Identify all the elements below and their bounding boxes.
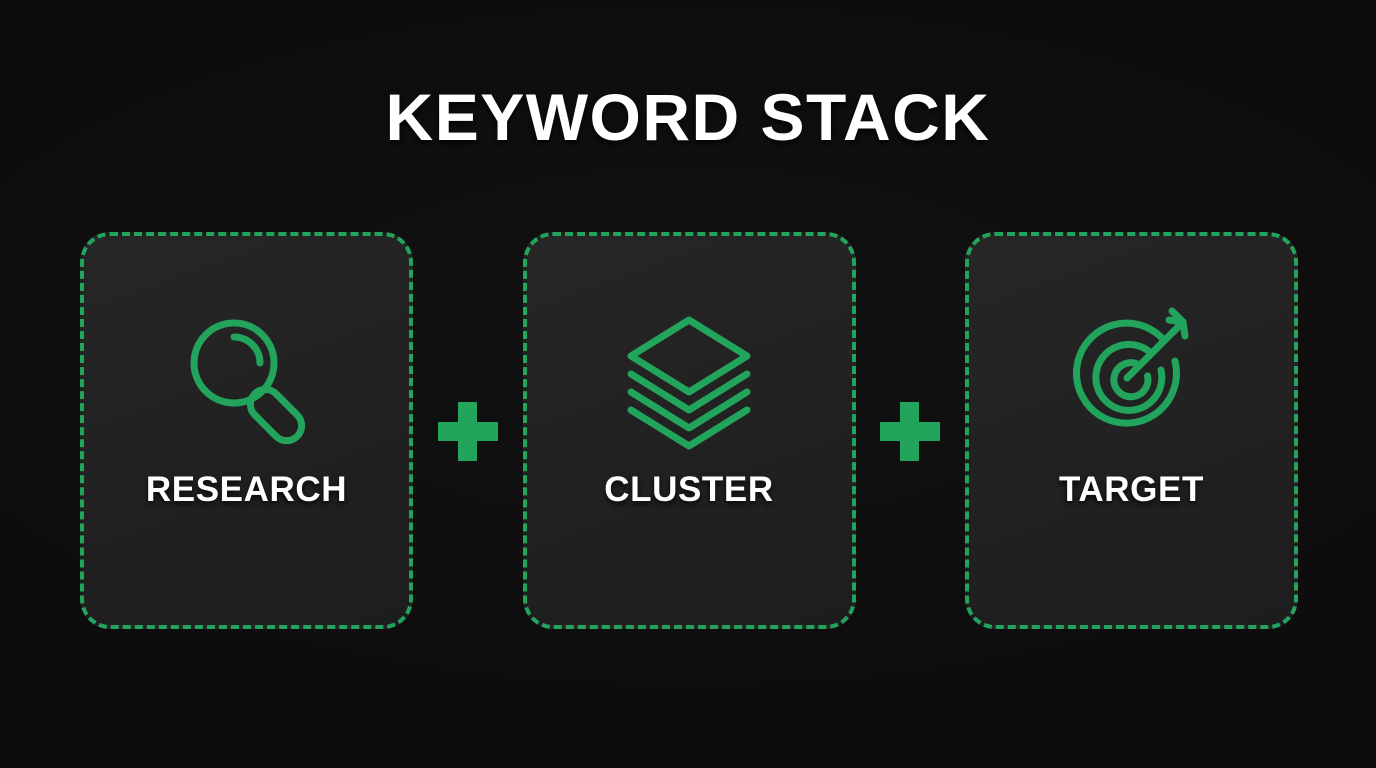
- card-row: RESEARCH CLUSTER: [80, 232, 1298, 629]
- card-target[interactable]: TARGET: [965, 232, 1298, 629]
- card-label-cluster: CLUSTER: [604, 470, 774, 509]
- plus-separator-1: [436, 399, 500, 463]
- card-label-research: RESEARCH: [145, 470, 348, 509]
- plus-separator-2: [878, 399, 942, 463]
- layers-icon: [619, 308, 759, 450]
- magnifier-icon: [177, 308, 317, 448]
- card-label-target: TARGET: [1059, 470, 1204, 509]
- target-arrow-icon: [1062, 307, 1202, 448]
- card-cluster[interactable]: CLUSTER: [522, 232, 856, 629]
- page-title: KEYWORD STACK: [385, 80, 991, 154]
- card-research[interactable]: RESEARCH: [80, 232, 413, 629]
